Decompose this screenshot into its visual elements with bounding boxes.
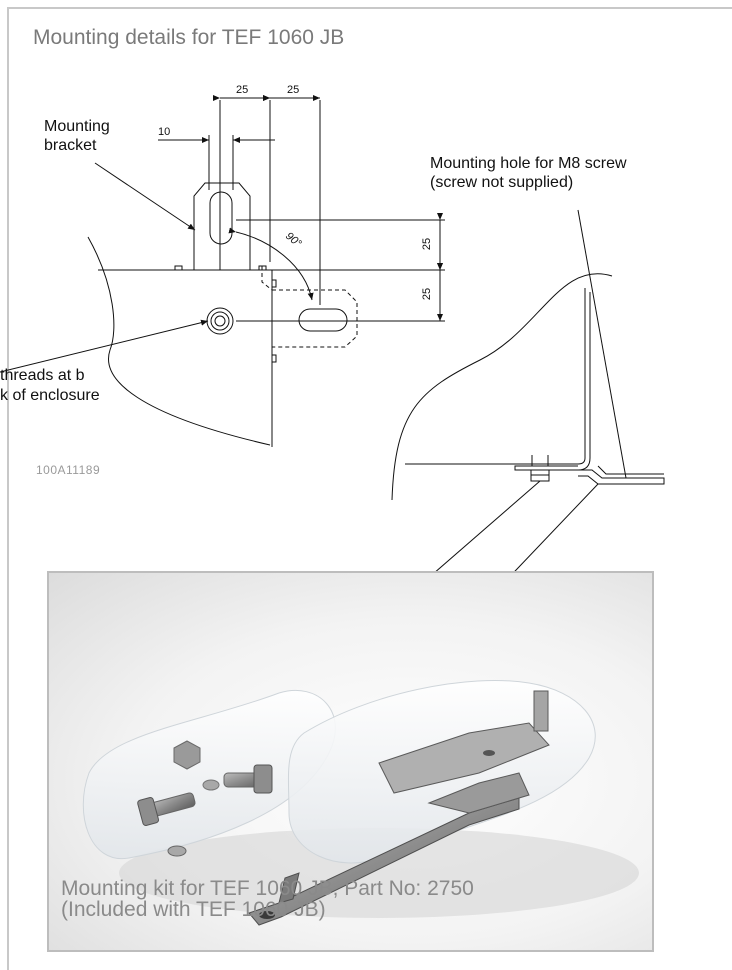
dim-slot-width: 10 (158, 126, 171, 138)
mounting-kit-photo: Mounting kit for TEF 1060 JB, Part No: 2… (47, 571, 654, 952)
mounting-bracket (193, 182, 251, 270)
bracket-rotated-dashed (272, 289, 358, 348)
photo-caption-line1: Mounting kit for TEF 1060 JB, Part No: 2… (61, 877, 474, 900)
enclosure-outline-left (87, 236, 271, 446)
label-mounting-hole-1: Mounting hole for M8 screw (430, 155, 627, 172)
bracket-part-1 (248, 797, 520, 926)
bracket-part-2 (378, 722, 550, 794)
page-frame (7, 7, 732, 970)
dim-top-left: 25 (236, 84, 249, 96)
photo-caption: Mounting kit for TEF 1060 JB, Part No: 2… (61, 878, 474, 920)
threads-leader (0, 319, 209, 373)
hole-leader (577, 209, 627, 479)
photo-caption-line2: (Included with TEF 1060 JB) (61, 898, 326, 921)
page-title: Mounting details for TEF 1060 JB (33, 26, 345, 49)
label-threads-1: threads at b (0, 367, 85, 384)
bracket-leader (94, 162, 196, 231)
bracket-flange (578, 469, 665, 485)
enclosure-profile-right (391, 273, 613, 501)
label-mounting-hole-2: (screw not supplied) (430, 174, 574, 191)
drawing-code: 100A11189 (36, 463, 101, 477)
mounting-kit-illustration (82, 679, 639, 926)
bracket-slot (209, 191, 233, 245)
label-mounting-bracket-2: bracket (44, 137, 97, 154)
dim-vertical-upper: 25 (421, 237, 434, 251)
dim-top-right: 25 (287, 84, 300, 96)
dim-vertical-lower: 25 (421, 287, 434, 301)
label-threads-2: k of enclosure (0, 387, 100, 404)
rotation-arc (228, 227, 314, 301)
label-mounting-bracket-1: Mounting (44, 118, 110, 135)
